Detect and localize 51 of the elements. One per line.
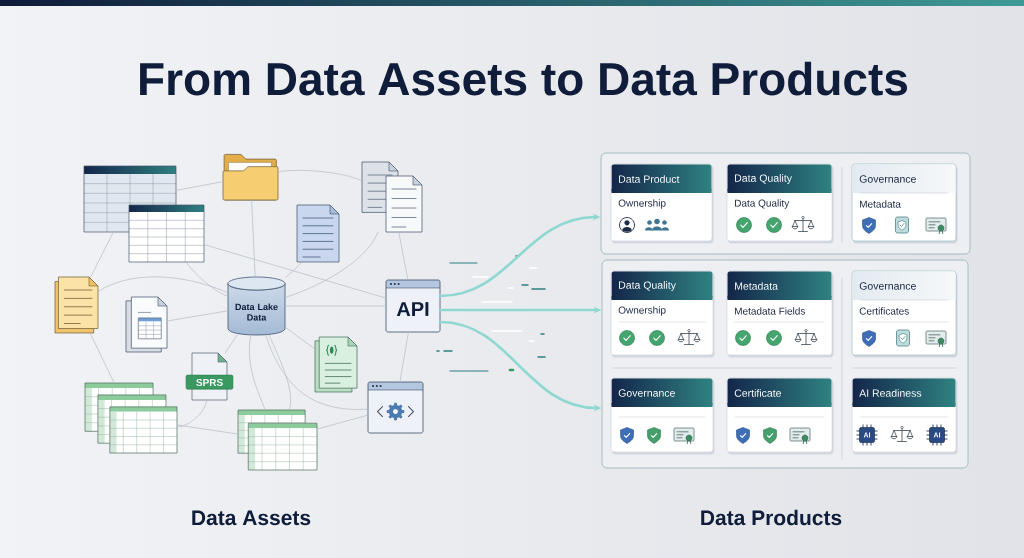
card-header: Certificate [734,389,781,397]
card-subtitle: Certificates [859,307,909,315]
connector-line [203,244,386,299]
connector-line [251,199,256,278]
connector-line [284,261,302,279]
card-header: Governance [859,175,949,194]
connector-line [90,231,114,278]
card-header: Data Quality [735,174,792,184]
connector-line [399,332,409,383]
card-header: Governance [859,282,949,301]
connector-line [185,261,229,297]
connector-line [284,231,379,298]
connector-line [89,332,115,384]
connector-line [176,424,239,435]
folder-icon [222,154,279,201]
section-label: Data Assets [192,510,311,526]
card-subtitle: Metadata [860,200,901,208]
card-subtitle: Ownership [618,306,666,316]
card-subtitle: Ownership [618,199,666,209]
spreadsheet-stack [84,382,178,454]
card-header: Data Quality [619,281,676,291]
card-header: Data Product [619,175,680,183]
spreadsheet-document [125,296,168,353]
connector-line [316,414,369,430]
card-header: Metadata [735,282,778,290]
title: From Data Assets to Data Products [140,61,907,96]
document-stack [54,276,99,334]
database-cylinder: Data Lake Data [227,276,286,336]
settings-window [367,381,424,434]
card-header: Governance [618,389,675,397]
connector-line [284,326,316,350]
document-icon [296,204,340,263]
card-header: AI Readiness [859,389,922,397]
section-label: Data Products [701,509,842,526]
browser-window: API [385,279,441,333]
connector-line [249,334,266,411]
connector-line [268,334,292,411]
connector-line [176,399,208,427]
connector-line [277,170,363,182]
connector-line [97,276,229,294]
code-document [314,336,358,393]
card-subtitle: Data Quality [735,199,790,209]
card-subtitle: Metadata Fields [735,307,805,315]
table-icon [128,204,205,263]
connector-line [398,231,409,280]
spreadsheet-stack [237,409,318,471]
connector-line [166,310,229,322]
document-stack [361,161,423,233]
connector-line [224,334,238,354]
connector-line [175,181,224,191]
connector-line [265,334,369,410]
